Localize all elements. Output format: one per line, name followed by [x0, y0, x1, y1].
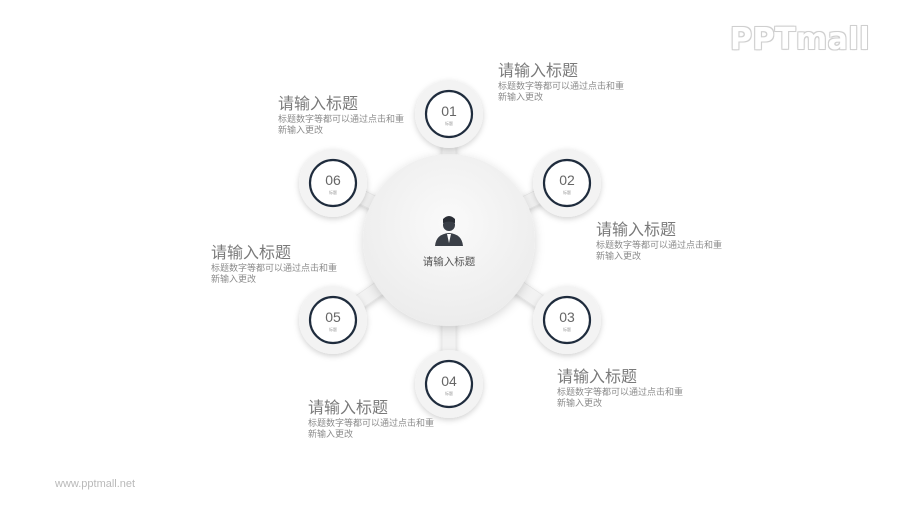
node-sub-label: 标题 [445, 390, 453, 396]
node-ring [542, 295, 592, 345]
node-number: 06 [325, 172, 341, 188]
label-desc: 标题数字等都可以通过点击和重新输入更改 [557, 388, 684, 409]
label-01: 请输入标题 标题数字等都可以通过点击和重新输入更改 [498, 61, 628, 104]
label-desc: 标题数字等都可以通过点击和重新输入更改 [498, 82, 625, 103]
node-sub-label: 标题 [563, 189, 571, 195]
label-06: 请输入标题 标题数字等都可以通过点击和重新输入更改 [278, 94, 408, 137]
footer-url: www.pptmall.net [55, 478, 136, 490]
label-title: 请输入标题 [596, 220, 677, 239]
label-04: 请输入标题 标题数字等都可以通过点击和重新输入更改 [308, 398, 438, 441]
label-desc: 标题数字等都可以通过点击和重新输入更改 [596, 241, 723, 262]
node-sub-label: 标题 [445, 120, 453, 126]
node-ring [542, 158, 592, 208]
node-number: 03 [559, 309, 575, 325]
node-ring [308, 295, 358, 345]
label-title: 请输入标题 [557, 367, 638, 386]
node-ring [424, 359, 474, 409]
label-title: 请输入标题 [308, 398, 389, 417]
brand-logo: PPTmall [729, 22, 870, 57]
label-02: 请输入标题 标题数字等都可以通过点击和重新输入更改 [596, 220, 726, 263]
node-number: 04 [441, 373, 457, 389]
label-title: 请输入标题 [211, 243, 292, 262]
label-05: 请输入标题 标题数字等都可以通过点击和重新输入更改 [211, 243, 341, 286]
label-title: 请输入标题 [498, 61, 579, 80]
node-ring [424, 89, 474, 139]
label-desc: 标题数字等都可以通过点击和重新输入更改 [308, 419, 435, 440]
node-sub-label: 标题 [329, 326, 337, 332]
user-avatar-icon [435, 216, 463, 246]
label-03: 请输入标题 标题数字等都可以通过点击和重新输入更改 [557, 367, 687, 410]
center-title: 请输入标题 [423, 255, 476, 268]
label-title: 请输入标题 [278, 94, 359, 113]
node-ring [308, 158, 358, 208]
node-sub-label: 标题 [563, 326, 571, 332]
label-desc: 标题数字等都可以通过点击和重新输入更改 [211, 264, 338, 285]
node-sub-label: 标题 [329, 189, 337, 195]
node-number: 01 [441, 103, 457, 119]
label-desc: 标题数字等都可以通过点击和重新输入更改 [278, 115, 405, 136]
center-hub: 请输入标题 [363, 154, 535, 326]
node-number: 02 [559, 172, 575, 188]
node-number: 05 [325, 309, 341, 325]
